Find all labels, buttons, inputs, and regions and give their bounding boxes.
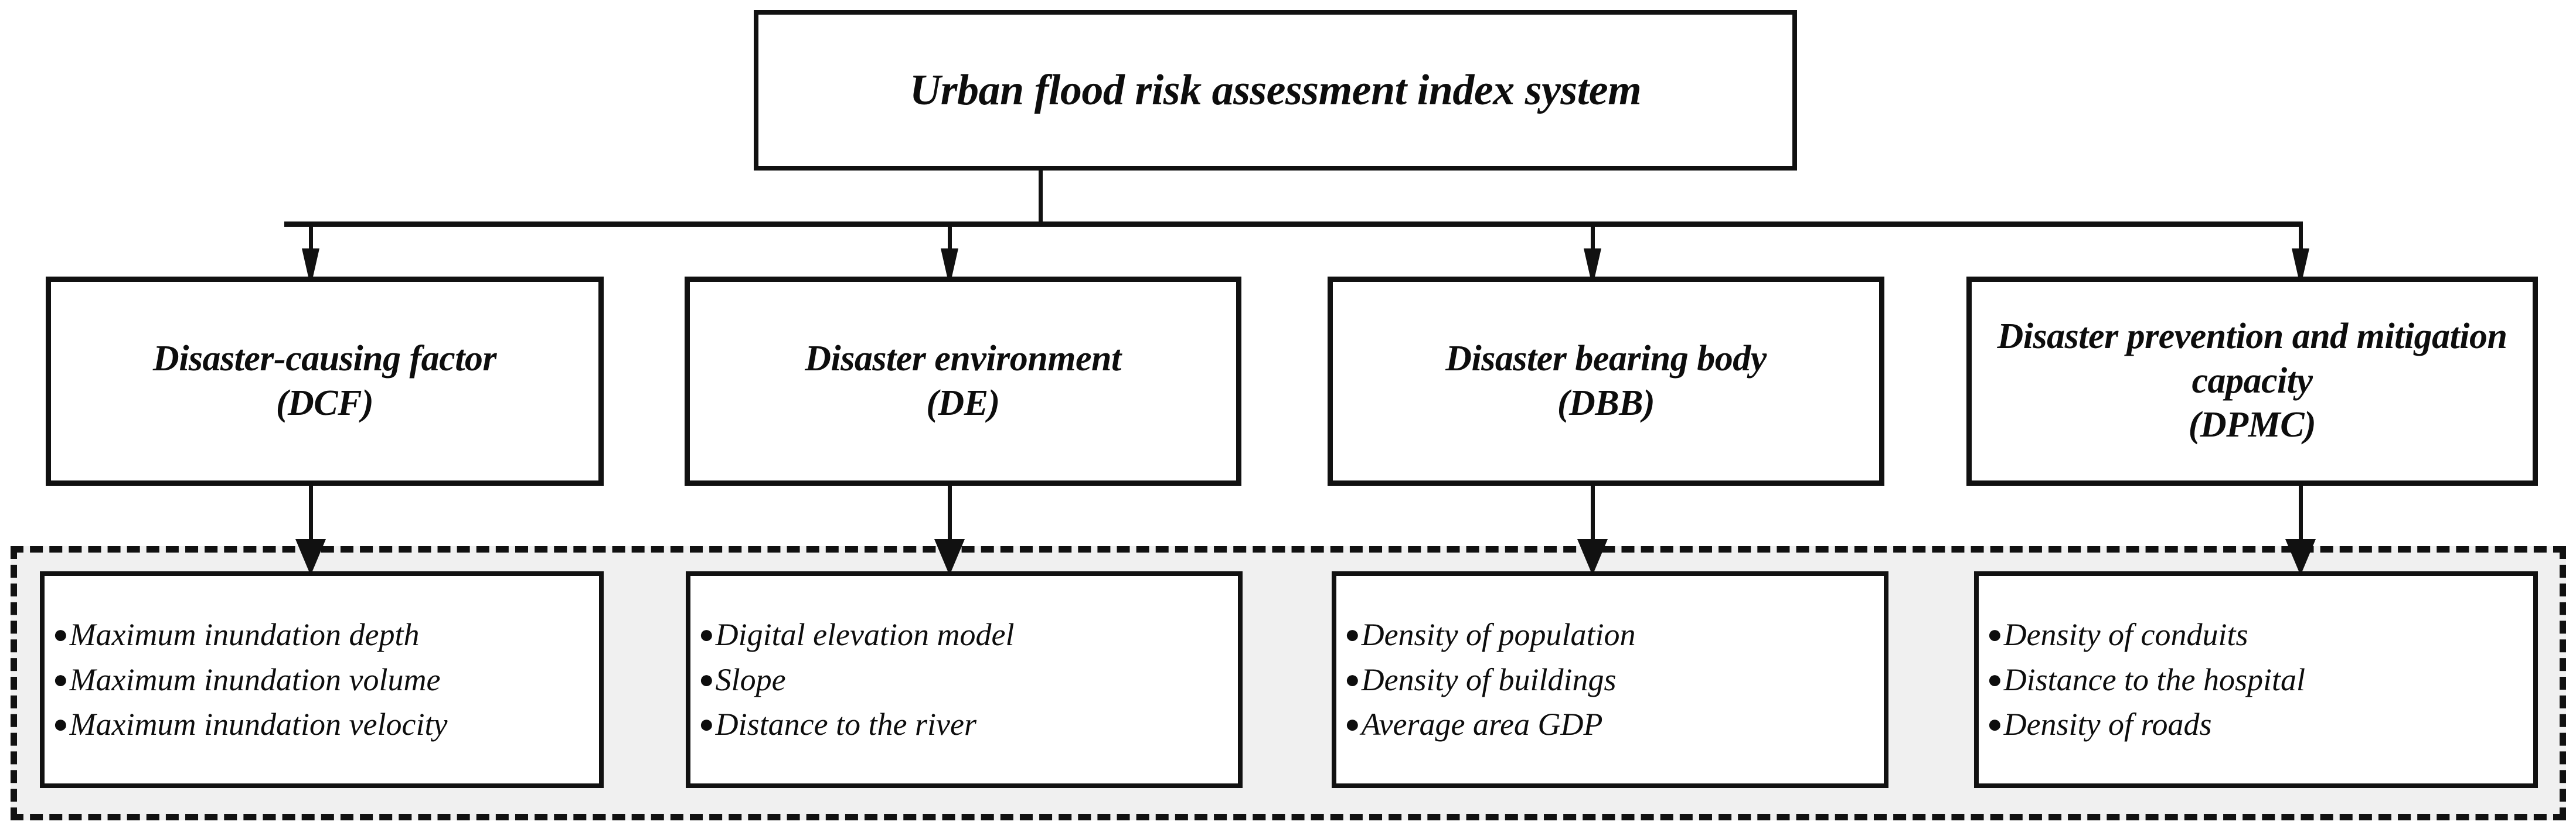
- indicator-label: Digital elevation model: [715, 616, 1015, 652]
- bullet-icon: ●: [699, 619, 714, 649]
- category-abbr-dcf: (DCF): [275, 383, 374, 423]
- bullet-icon: ●: [1987, 619, 2003, 649]
- indicator-node-dcf[interactable]: ●Maximum inundation depth ●Maximum inund…: [40, 571, 604, 788]
- indicator-list-dbb: ●Density of population ●Density of build…: [1336, 612, 1884, 747]
- category-name-de: Disaster environment: [805, 338, 1121, 379]
- list-item: ●Distance to the river: [699, 702, 1238, 747]
- list-item: ●Density of buildings: [1345, 657, 1884, 703]
- bullet-icon: ●: [1987, 710, 2003, 739]
- bullet-icon: ●: [53, 664, 69, 694]
- indicator-node-dbb[interactable]: ●Density of population ●Density of build…: [1332, 571, 1888, 788]
- category-node-dpmc[interactable]: Disaster prevention and mitigation capac…: [1966, 277, 2538, 486]
- bullet-icon: ●: [1345, 664, 1360, 694]
- arrowhead-down-icon-indicator-2: [1577, 539, 1608, 575]
- category-name-dpmc: Disaster prevention and mitigation capac…: [1997, 316, 2507, 401]
- indicator-node-dpmc[interactable]: ●Density of conduits ●Distance to the ho…: [1974, 571, 2538, 788]
- bullet-icon: ●: [699, 710, 714, 739]
- distribution-bar-connector: [284, 221, 2303, 227]
- list-item: ●Maximum inundation volume: [53, 657, 599, 703]
- bullet-icon: ●: [53, 710, 69, 739]
- category-name-dbb: Disaster bearing body: [1445, 338, 1767, 379]
- list-item: ●Slope: [699, 657, 1238, 703]
- indicator-label: Density of population: [1361, 616, 1636, 652]
- list-item: ●Distance to the hospital: [1987, 657, 2533, 703]
- category-node-label-dpmc: Disaster prevention and mitigation capac…: [1972, 315, 2533, 448]
- connector-category-3-to-indicators: [2299, 485, 2303, 551]
- list-item: ●Maximum inundation depth: [53, 612, 599, 657]
- bullet-icon: ●: [1987, 664, 2003, 694]
- indicator-label: Density of buildings: [1361, 662, 1617, 697]
- connector-root-to-category-2: [1591, 226, 1595, 257]
- category-name-dcf: Disaster-causing factor: [152, 338, 497, 379]
- category-abbr-dpmc: (DPMC): [2188, 405, 2316, 445]
- category-node-label-de: Disaster environment (DE): [805, 337, 1121, 425]
- bullet-icon: ●: [699, 664, 714, 694]
- arrowhead-down-icon-indicator-3: [2285, 539, 2316, 575]
- category-node-label-dbb: Disaster bearing body (DBB): [1445, 337, 1767, 425]
- indicator-list-de: ●Digital elevation model ●Slope ●Distanc…: [690, 612, 1238, 747]
- root-node-urban-flood-risk-assessment-index-system[interactable]: Urban flood risk assessment index system: [754, 10, 1797, 171]
- root-node-label: Urban flood risk assessment index system: [909, 66, 1642, 114]
- root-stem-connector: [1039, 171, 1043, 226]
- category-abbr-de: (DE): [926, 383, 1000, 423]
- indicator-label: Slope: [715, 662, 786, 697]
- list-item: ●Density of population: [1345, 612, 1884, 657]
- connector-category-1-to-indicators: [948, 485, 952, 551]
- indicator-list-dpmc: ●Density of conduits ●Distance to the ho…: [1979, 612, 2533, 747]
- category-node-de[interactable]: Disaster environment (DE): [685, 277, 1241, 486]
- indicator-label: Distance to the river: [715, 707, 976, 742]
- list-item: ●Density of conduits: [1987, 612, 2533, 657]
- connector-root-to-category-0: [309, 226, 313, 257]
- connector-root-to-category-3: [2299, 226, 2303, 257]
- arrowhead-down-icon-indicator-1: [934, 539, 965, 575]
- bullet-icon: ●: [1345, 619, 1360, 649]
- list-item: ●Maximum inundation velocity: [53, 702, 599, 747]
- arrowhead-down-icon-indicator-0: [295, 539, 326, 575]
- indicator-label: Maximum inundation velocity: [69, 707, 448, 742]
- bullet-icon: ●: [53, 619, 69, 649]
- indicator-label: Average area GDP: [1361, 707, 1603, 742]
- indicator-label: Maximum inundation depth: [69, 616, 420, 652]
- indicator-label: Distance to the hospital: [2003, 662, 2306, 697]
- list-item: ●Density of roads: [1987, 702, 2533, 747]
- indicator-list-dcf: ●Maximum inundation depth ●Maximum inund…: [45, 612, 599, 747]
- category-node-dcf[interactable]: Disaster-causing factor (DCF): [46, 277, 604, 486]
- indicator-label: Density of conduits: [2003, 616, 2248, 652]
- connector-category-0-to-indicators: [309, 485, 313, 551]
- category-abbr-dbb: (DBB): [1557, 383, 1655, 423]
- indicator-node-de[interactable]: ●Digital elevation model ●Slope ●Distanc…: [686, 571, 1243, 788]
- list-item: ●Average area GDP: [1345, 702, 1884, 747]
- indicator-label: Maximum inundation volume: [69, 662, 441, 697]
- connector-category-2-to-indicators: [1591, 485, 1595, 551]
- category-node-label-dcf: Disaster-causing factor (DCF): [152, 337, 497, 425]
- category-node-dbb[interactable]: Disaster bearing body (DBB): [1328, 277, 1884, 486]
- indicator-label: Density of roads: [2003, 707, 2212, 742]
- connector-root-to-category-1: [948, 226, 952, 257]
- list-item: ●Digital elevation model: [699, 612, 1238, 657]
- bullet-icon: ●: [1345, 710, 1360, 739]
